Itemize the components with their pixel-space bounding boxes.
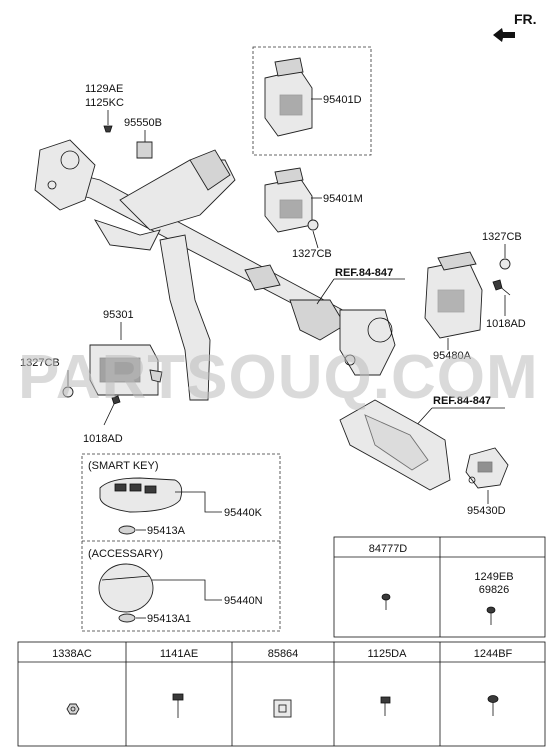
screw-1249EB xyxy=(486,606,496,625)
module-95480A xyxy=(424,251,483,339)
side-table-cell2-line2: 69826 xyxy=(479,584,510,596)
callout-1129AE: 1129AE xyxy=(85,83,123,95)
side-table-header-1: 84777D xyxy=(369,543,408,555)
crash-pad-lower xyxy=(339,399,451,491)
watermark: PARTSOUQ.COM xyxy=(18,343,539,412)
bolt-1125DA xyxy=(380,696,391,716)
callout-95413A1: 95413A1 xyxy=(147,613,191,625)
smart-key-fob xyxy=(99,477,183,513)
bolt-1129AE xyxy=(103,125,113,133)
callout-1327CB-mid: 1327CB xyxy=(292,248,332,260)
cowl-cross-bar xyxy=(34,139,396,401)
callout-1327CB-left: 1327CB xyxy=(20,357,60,369)
key-group-box xyxy=(81,453,281,632)
switch-95430D xyxy=(465,447,509,489)
callout-95550B: 95550B xyxy=(124,117,162,129)
direction-label: FR. xyxy=(514,11,537,27)
front-direction-indicator: FR. xyxy=(493,11,537,42)
switch-95550B xyxy=(136,141,153,159)
bottom-table-header-1: 1338AC xyxy=(52,648,92,660)
bottom-table-header-2: 1141AE xyxy=(160,648,198,660)
nut-1338AC xyxy=(66,703,80,715)
side-table-cell2-line1: 1249EB xyxy=(474,571,513,583)
callout-95440N: 95440N xyxy=(224,595,263,607)
clip-85864 xyxy=(273,699,292,718)
callout-1125KC: 1125KC xyxy=(85,97,124,109)
screw-1018AD-right xyxy=(492,279,503,291)
callout-95413A: 95413A xyxy=(147,525,186,537)
battery-95413A xyxy=(118,525,136,535)
callout-95430D: 95430D xyxy=(467,505,506,517)
callout-ref-84-847-top: REF.84-847 xyxy=(335,267,393,279)
module-95301 xyxy=(89,344,163,396)
bottom-parts-table: 1338AC 1141AE 85864 1125DA 1244BF xyxy=(17,641,546,747)
callout-95440K: 95440K xyxy=(224,507,263,519)
screw-84777D xyxy=(381,593,391,610)
screw-1018AD-left xyxy=(111,395,121,405)
accessory-fob xyxy=(98,563,154,613)
callout-95480A: 95480A xyxy=(433,350,472,362)
bolt-1141AE xyxy=(172,693,184,718)
callout-95301: 95301 xyxy=(103,309,134,321)
callout-1018AD-right: 1018AD xyxy=(486,318,526,330)
battery-95413A1 xyxy=(118,613,136,623)
callout-95401D: 95401D xyxy=(323,94,362,106)
screw-1244BF xyxy=(487,695,499,716)
callout-ref-84-847-bottom: REF.84-847 xyxy=(433,395,491,407)
nut-1327CB-left xyxy=(62,386,74,398)
module-95401D xyxy=(264,57,313,137)
smart-key-title: (SMART KEY) xyxy=(88,460,159,472)
nut-1327CB-right xyxy=(499,258,511,270)
nut-1327CB-mid xyxy=(307,219,319,231)
bottom-table-header-4: 1125DA xyxy=(368,648,408,660)
bottom-table-header-3: 85864 xyxy=(268,648,299,660)
side-parts-table: 84777D 1249EB 69826 xyxy=(333,536,546,638)
callout-1327CB-right: 1327CB xyxy=(482,231,522,243)
callout-95401M: 95401M xyxy=(323,193,363,205)
module-95401M xyxy=(264,167,313,233)
option-dashed-box xyxy=(252,46,372,156)
bottom-table-header-5: 1244BF xyxy=(474,648,513,660)
accessory-title: (ACCESSARY) xyxy=(88,548,163,560)
callout-1018AD-left: 1018AD xyxy=(83,433,123,445)
arrow-icon xyxy=(493,28,515,42)
